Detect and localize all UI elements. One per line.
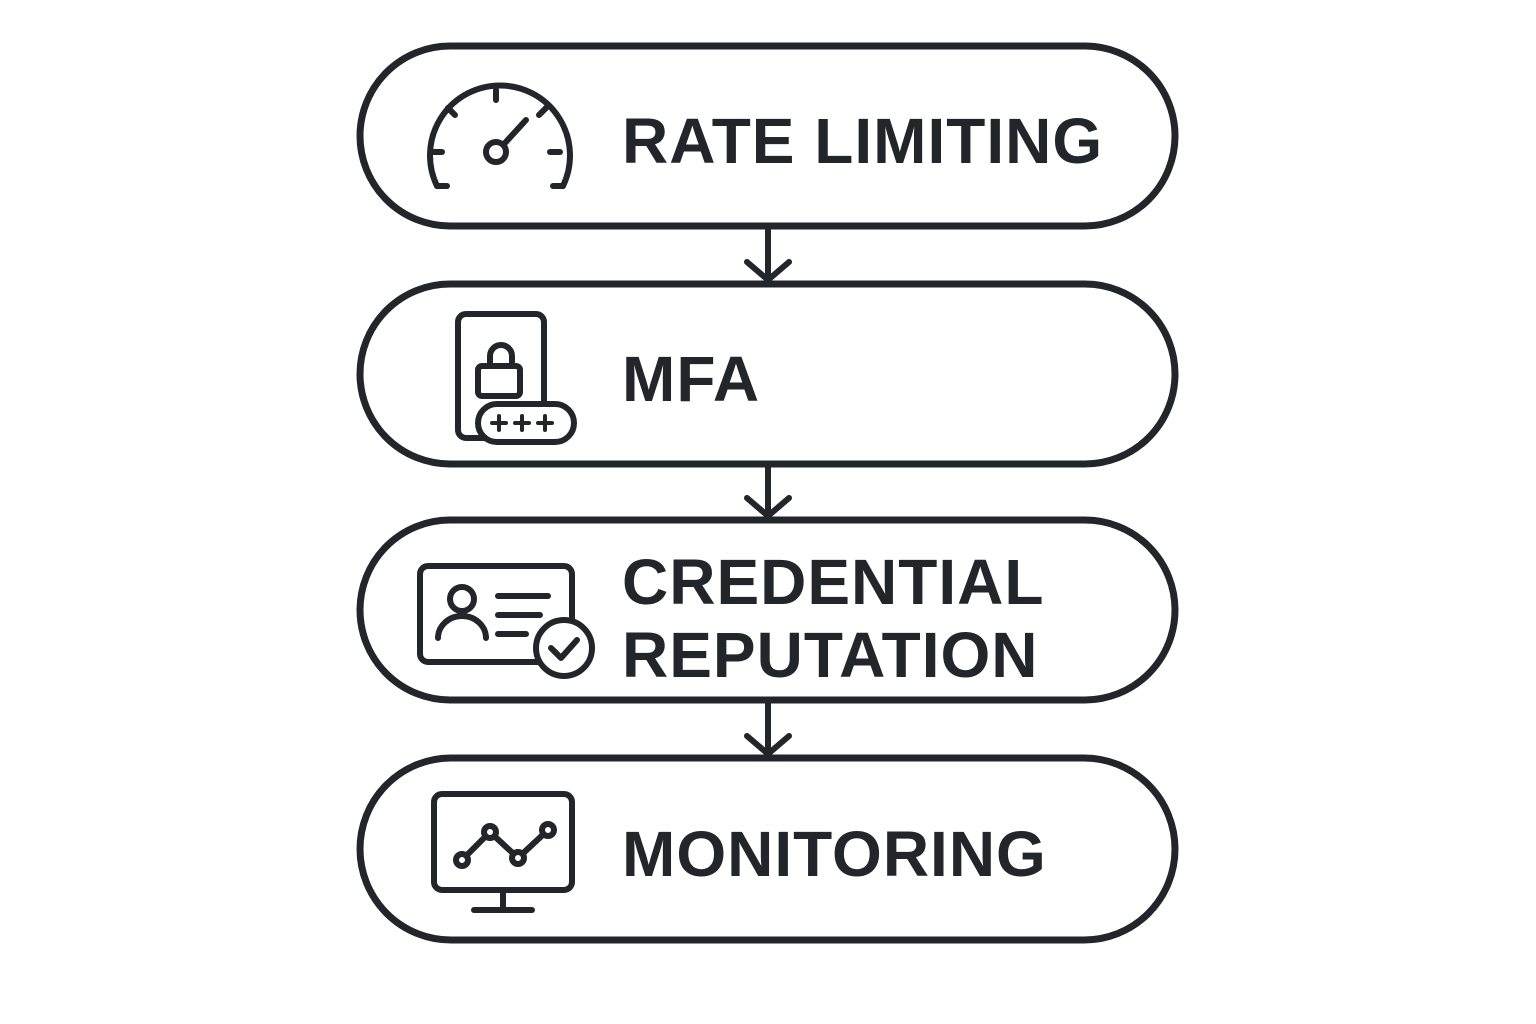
arrow-3: [744, 697, 792, 757]
stage-box: [356, 754, 1179, 944]
speedometer-icon: [427, 82, 573, 189]
stage-label: MONITORING: [622, 818, 1047, 890]
arrow-2: [744, 461, 792, 519]
id-card-check-icon: [417, 563, 595, 679]
phone-lock-passcode-icon: [455, 311, 577, 445]
stage-monitoring: MONITORING: [356, 754, 1179, 944]
stage-credential-reputation: CREDENTIAL REPUTATION: [356, 516, 1179, 704]
stage-rate-limiting: RATE LIMITING: [356, 42, 1179, 230]
stage-label: MFA: [622, 343, 760, 415]
stage-label-line-2: REPUTATION: [622, 619, 1039, 691]
stage-mfa: MFA: [356, 280, 1179, 468]
monitor-chart-icon: [431, 791, 575, 913]
stage-label-line-1: CREDENTIAL: [622, 546, 1044, 618]
stage-label: RATE LIMITING: [622, 105, 1103, 177]
arrow-1: [744, 223, 792, 283]
